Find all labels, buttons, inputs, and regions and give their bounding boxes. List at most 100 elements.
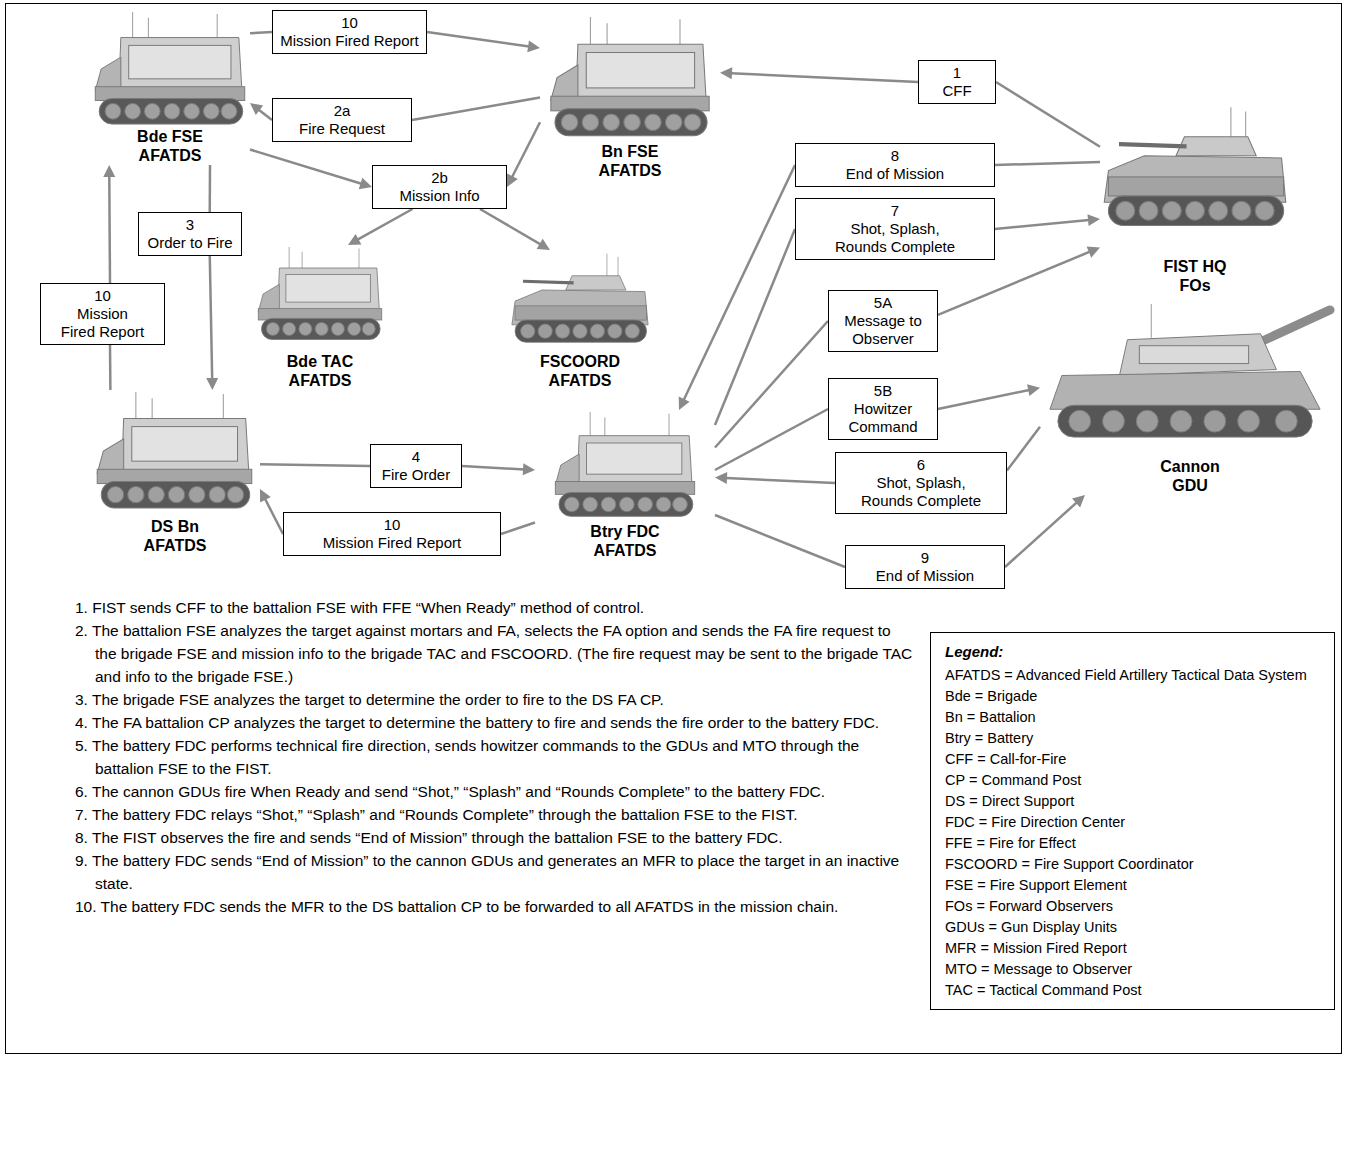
legend-text: FFE = Fire for Effect	[945, 835, 1076, 851]
flow-arrow	[1007, 427, 1040, 471]
legend-text: MTO = Message to Observer	[945, 961, 1132, 977]
message-text: Howitzer Command	[836, 400, 931, 436]
arrow-head	[1087, 214, 1100, 226]
message-box: 5AMessage to Observer	[828, 290, 938, 352]
vehicle-node: Bn FSE AFATDS	[540, 15, 720, 180]
step-number: 8	[802, 147, 988, 165]
legend-text: FOs = Forward Observers	[945, 898, 1113, 914]
message-text: Message to Observer	[836, 312, 931, 348]
message-text: End of Mission	[852, 567, 998, 585]
step-number: 10	[279, 14, 420, 32]
arrow-line	[250, 32, 272, 33]
message-box: 5BHowitzer Command	[828, 378, 938, 440]
vehicle-caption: DS Bn AFATDS	[130, 517, 220, 555]
vehicle-illustration	[258, 247, 382, 340]
legend-text: TAC = Tactical Command Post	[945, 982, 1142, 998]
vehicle-caption: Btry FDC AFATDS	[580, 522, 670, 560]
vehicle-node: Bde FSE AFATDS	[90, 10, 250, 165]
arrow-line	[462, 466, 524, 469]
arrow-line	[1007, 427, 1040, 471]
message-box: 1CFF	[918, 60, 996, 104]
flow-arrow	[462, 463, 535, 475]
legend-text: Btry = Battery	[945, 730, 1033, 746]
step-number: 2a	[279, 102, 405, 120]
flow-arrow	[206, 256, 218, 390]
legend-entry: Bn = Battalion	[945, 707, 1322, 728]
legend-text: AFATDS = Advanced Field Artillery Tactic…	[945, 667, 1307, 683]
message-box: 2aFire Request	[272, 98, 412, 142]
legend-entry: TAC = Tactical Command Post	[945, 980, 1322, 1001]
vehicle-illustration	[555, 412, 694, 516]
flow-arrow	[507, 122, 540, 187]
flow-arrow	[250, 150, 372, 190]
flow-arrow	[715, 515, 845, 567]
step-number: 6	[842, 456, 1000, 474]
flow-arrow	[103, 165, 115, 283]
flow-arrow	[995, 162, 1100, 165]
arrow-line	[265, 499, 283, 534]
legend-entry: FFE = Fire for Effect	[945, 833, 1322, 854]
flow-arrow	[250, 32, 272, 33]
message-box: 4Fire Order	[370, 444, 462, 488]
flow-arrow	[260, 489, 283, 534]
arrow-head	[527, 40, 540, 52]
step-note: 10. The battery FDC sends the MFR to the…	[75, 895, 915, 918]
message-text: End of Mission	[802, 165, 988, 183]
message-box: 7Shot, Splash, Rounds Complete	[795, 198, 995, 260]
legend-text: FSE = Fire Support Element	[945, 877, 1127, 893]
legend-heading: Legend:	[945, 641, 1322, 663]
arrow-head	[103, 165, 115, 177]
arrow-head	[250, 103, 263, 115]
message-box: 9End of Mission	[845, 545, 1005, 589]
message-text: Order to Fire	[145, 234, 235, 252]
legend-text: Bde = Brigade	[945, 688, 1037, 704]
step-note: 4. The FA battalion CP analyzes the targ…	[75, 711, 915, 734]
flow-arrow	[938, 384, 1040, 409]
message-text: Mission Info	[379, 187, 500, 205]
arrow-line	[358, 209, 413, 240]
message-text: Mission Fired Report	[60, 305, 146, 341]
flow-arrow	[1005, 495, 1085, 567]
arrow-line	[501, 523, 535, 535]
message-box: 8End of Mission	[795, 143, 995, 187]
vehicle-caption: Bn FSE AFATDS	[585, 142, 675, 180]
message-text: Shot, Splash, Rounds Complete	[829, 220, 961, 256]
flow-arrow	[715, 472, 835, 484]
arrow-line	[715, 321, 828, 448]
message-box: 3Order to Fire	[138, 212, 242, 256]
legend-text: FDC = Fire Direction Center	[945, 814, 1125, 830]
flow-arrow	[348, 209, 413, 245]
arrow-line	[938, 390, 1029, 409]
vehicle-caption: Bde FSE AFATDS	[125, 127, 215, 165]
vehicle-illustration	[95, 12, 244, 124]
arrow-line	[715, 515, 845, 567]
message-text: Mission Fired Report	[279, 32, 420, 50]
legend-entry: FSCOORD = Fire Support Coordinator	[945, 854, 1322, 875]
flow-arrow	[715, 409, 828, 470]
vehicle-node: DS Bn AFATDS	[90, 390, 260, 555]
legend-entry: MFR = Mission Fired Report	[945, 938, 1322, 959]
vehicle-illustration	[97, 392, 252, 508]
message-box: 6Shot, Splash, Rounds Complete	[835, 452, 1007, 514]
step-number: 2b	[379, 169, 500, 187]
flow-arrow	[209, 165, 210, 212]
legend-text: Bn = Battalion	[945, 709, 1036, 725]
flow-arrow	[501, 523, 535, 535]
flow-arrow	[480, 209, 550, 250]
vehicle-node: FIST HQ FOs	[1100, 105, 1290, 295]
step-number: 3	[145, 216, 235, 234]
legend-entry: FDC = Fire Direction Center	[945, 812, 1322, 833]
arrow-line	[1005, 502, 1077, 567]
message-text: Shot, Splash, Rounds Complete	[855, 474, 987, 510]
legend-text: GDUs = Gun Display Units	[945, 919, 1117, 935]
legend-box: Legend: AFATDS = Advanced Field Artillery…	[930, 632, 1335, 1010]
arrow-line	[726, 478, 835, 483]
arrow-line	[480, 209, 541, 244]
vehicle-illustration	[1104, 107, 1286, 225]
legend-entry: FSE = Fire Support Element	[945, 875, 1322, 896]
arrow-head	[260, 489, 271, 502]
step-number: 1	[925, 64, 989, 82]
flow-arrow	[715, 321, 828, 448]
flow-arrow	[427, 32, 540, 52]
message-box: 10Mission Fired Report	[283, 512, 501, 556]
